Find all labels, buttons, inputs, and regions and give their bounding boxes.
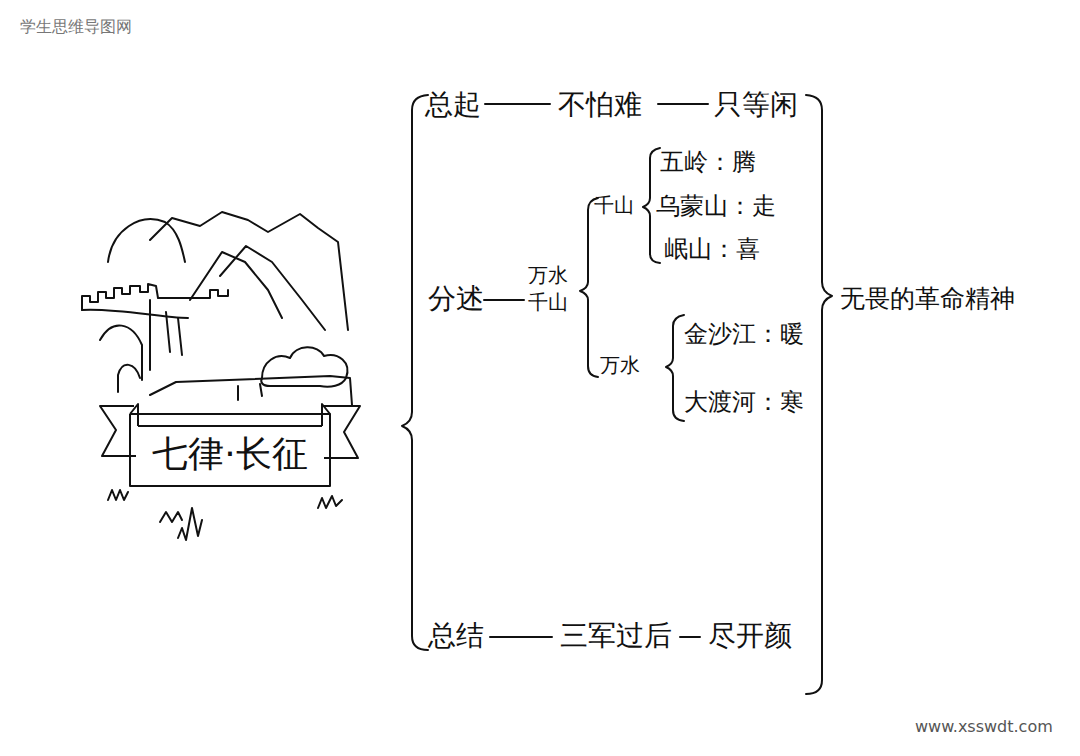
brace (666, 315, 684, 421)
watermark: 学生思维导图网 (20, 16, 132, 38)
ribbon-band (130, 414, 330, 486)
mountain-outline (190, 252, 282, 318)
map-term: 尽开颜 (708, 617, 792, 655)
map-term: 不怕难 (558, 86, 642, 124)
map-term: 岷山：喜 (664, 233, 760, 265)
map-term: 千山 (594, 192, 634, 219)
map-term: 无畏的革命精神 (840, 282, 1015, 316)
map-term: 万水 (600, 352, 640, 379)
mountain-outline (100, 325, 142, 380)
brace (806, 95, 832, 694)
watermark: www.xsswdt.com (915, 716, 1053, 738)
dash-line (484, 299, 524, 301)
mountain-outline (150, 300, 182, 370)
mountain-outline (118, 365, 140, 392)
map-term: 总结 (428, 617, 484, 655)
grass-mark (178, 508, 202, 540)
ribbon-band (138, 425, 322, 427)
mountain-outline (150, 212, 348, 330)
brace (580, 198, 598, 377)
map-term: 总起 (425, 86, 481, 124)
map-term: 五岭：腾 (660, 146, 756, 178)
map-term: 分述 (428, 280, 484, 318)
great-wall (82, 310, 188, 318)
ground-outline (150, 376, 352, 405)
ribbon-fold (130, 404, 330, 426)
tree-clump (261, 347, 347, 386)
brace (402, 95, 428, 650)
map-term: 三军过后 (560, 617, 672, 655)
map-term: 乌蒙山：走 (656, 190, 776, 222)
mountain-outline (220, 246, 325, 330)
mountain-outline (108, 219, 185, 262)
grass-mark (318, 496, 342, 508)
ground-outline (238, 384, 262, 400)
map-term: 金沙江：暖 (684, 318, 804, 350)
map-term: 只等闲 (714, 86, 798, 124)
map-term: 万水 千山 (528, 262, 572, 316)
great-wall (82, 284, 228, 310)
title-banner: 七律·长征 (98, 398, 362, 498)
banner-title: 七律·长征 (134, 432, 326, 475)
map-term: 大渡河：寒 (684, 386, 804, 418)
grass-mark (160, 512, 182, 522)
grass-mark (108, 490, 128, 500)
